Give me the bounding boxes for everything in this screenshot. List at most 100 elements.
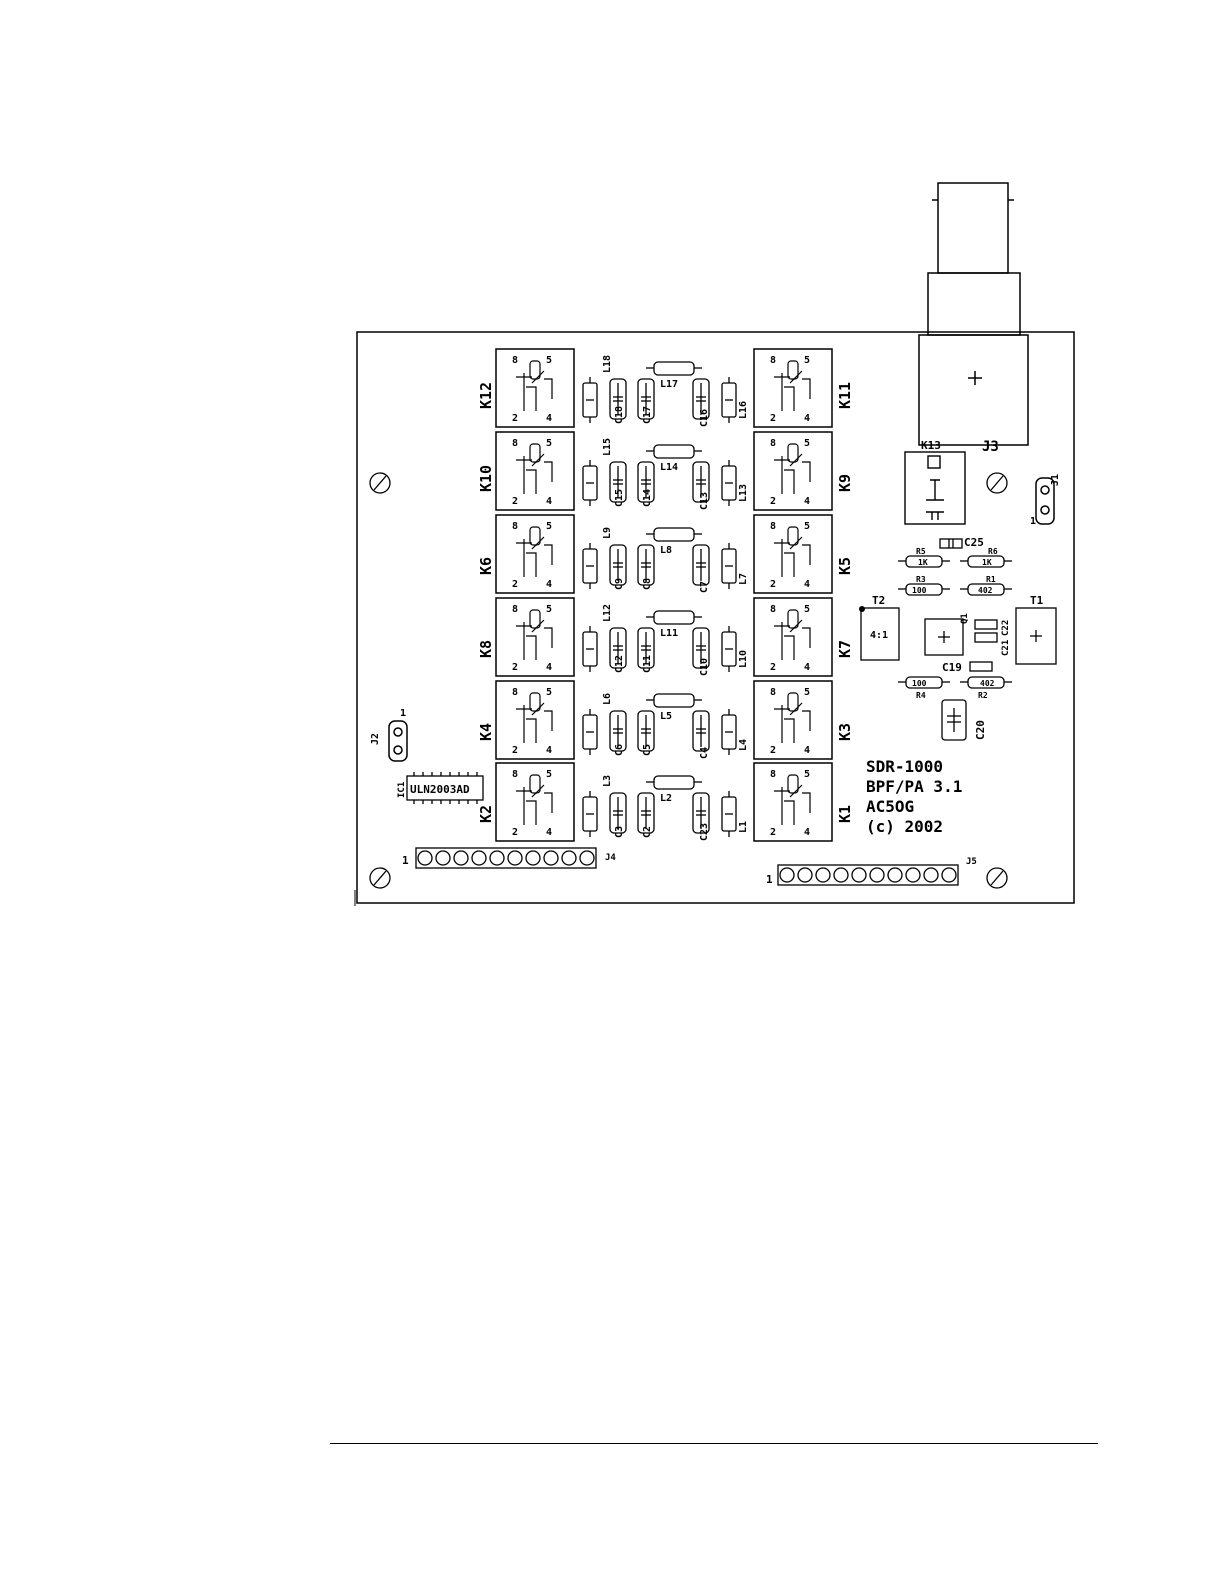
component-c12 (609, 627, 627, 669)
label-j5: J5 (966, 857, 977, 867)
relay-pin-label: 5 (546, 438, 552, 449)
component-l14 (646, 444, 702, 459)
header-j5 (777, 864, 959, 886)
label-j4: J4 (605, 853, 616, 863)
relay-pin-label: 8 (512, 769, 518, 780)
label-c20: C20 (974, 720, 987, 740)
component-label: C12 (614, 655, 625, 673)
silk-title-line-1: SDR-1000 (866, 757, 943, 776)
component-label: C9 (614, 578, 625, 590)
component-label: L12 (602, 604, 613, 622)
relay-pin-label: 2 (512, 745, 518, 756)
relay-pin-label: 4 (804, 496, 810, 507)
header-j4 (415, 847, 597, 869)
component-c14 (637, 461, 655, 503)
component-l15 (582, 460, 598, 506)
label-j5-pin1: 1 (766, 873, 773, 886)
component-label: C10 (699, 658, 710, 676)
relay-label: K12 (477, 382, 495, 409)
relay-pin-label: 5 (546, 521, 552, 532)
relay-pin-label: 8 (512, 438, 518, 449)
jumper-j2 (388, 720, 408, 762)
component-l13 (721, 460, 737, 506)
relay-pin-label: 2 (512, 413, 518, 424)
component-label: L4 (738, 739, 749, 751)
relay-pin-label: 4 (804, 827, 810, 838)
component-c23 (692, 792, 710, 834)
silk-title-line-4: (c) 2002 (866, 817, 943, 836)
label-r6: R6 (988, 547, 998, 556)
footer-rule (330, 1443, 1098, 1444)
label-r2-val: 402 (980, 679, 995, 688)
component-label: L6 (602, 693, 613, 705)
component-label: C5 (642, 744, 653, 756)
relay-label: K2 (477, 805, 495, 823)
relay-pin-label: 8 (512, 355, 518, 366)
component-l4 (721, 709, 737, 755)
relay-label: K5 (836, 557, 854, 575)
relay-pin-label: 4 (546, 827, 552, 838)
label-j2: J2 (370, 733, 381, 745)
component-c5 (637, 710, 655, 752)
component-label: L8 (660, 545, 672, 556)
ic1-uln2003ad (406, 772, 484, 804)
relay-pin-label: 8 (512, 687, 518, 698)
component-l10 (721, 626, 737, 672)
component-label: C6 (614, 744, 625, 756)
label-t2: T2 (872, 594, 885, 607)
component-label: L3 (602, 775, 613, 787)
relay-pin-label: 5 (804, 355, 810, 366)
label-r4: R4 (916, 691, 926, 700)
relay-pin-label: 5 (804, 521, 810, 532)
relay-pin-label: 5 (546, 687, 552, 698)
silk-title-line-2: BPF/PA 3.1 (866, 777, 962, 796)
mounting-holes (369, 472, 1008, 889)
component-l2 (646, 775, 702, 790)
relay-label: K1 (836, 805, 854, 823)
component-l6 (582, 709, 598, 755)
component-label: L13 (738, 484, 749, 502)
component-c15 (609, 461, 627, 503)
component-label: L14 (660, 462, 678, 473)
label-t2-ratio: 4:1 (870, 630, 888, 641)
component-l11 (646, 610, 702, 625)
component-c4 (692, 710, 710, 752)
component-l1 (721, 791, 737, 837)
component-label: L10 (738, 650, 749, 668)
component-label: C3 (614, 826, 625, 838)
relay-label: K11 (836, 382, 854, 409)
component-c6 (609, 710, 627, 752)
component-label: C7 (699, 581, 710, 593)
relay-pin-label: 8 (770, 438, 776, 449)
component-label: C16 (699, 409, 710, 427)
label-j2-pin: 1 (400, 708, 406, 719)
relay-label: K10 (477, 465, 495, 492)
label-c25: C25 (964, 536, 984, 549)
component-label: C4 (699, 747, 710, 759)
relay-pin-label: 5 (546, 355, 552, 366)
relay-k13 (904, 451, 966, 525)
relay-pin-label: 5 (546, 769, 552, 780)
relay-pin-label: 5 (804, 687, 810, 698)
component-l12 (582, 626, 598, 672)
relay-pin-label: 5 (804, 438, 810, 449)
relay-pin-label: 5 (804, 604, 810, 615)
label-r4-val: 100 (912, 679, 927, 688)
label-q1: Q1 (960, 613, 970, 624)
label-j1-pin: 1 (1030, 516, 1036, 527)
relay-pin-label: 2 (512, 579, 518, 590)
label-t1: T1 (1030, 594, 1044, 607)
component-c2 (637, 792, 655, 834)
relay-pin-label: 4 (546, 662, 552, 673)
component-l5 (646, 693, 702, 708)
